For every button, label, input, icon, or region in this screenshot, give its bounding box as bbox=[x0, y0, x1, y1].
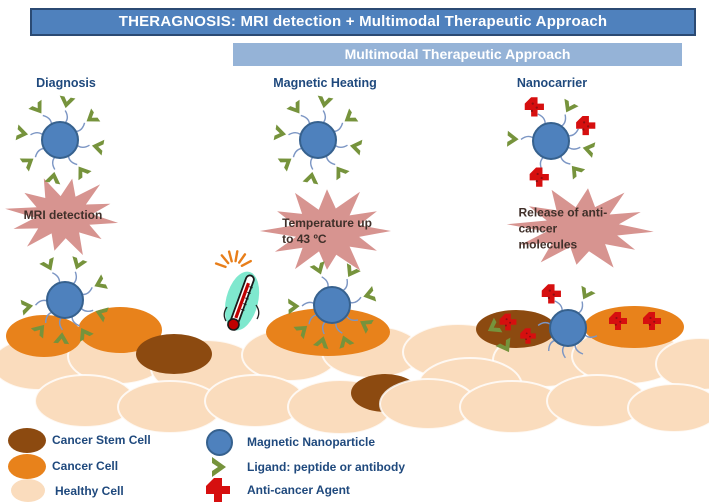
ligand-chevron-icon bbox=[39, 257, 54, 271]
cancer-stem-cell-swatch bbox=[8, 428, 46, 453]
healthy-cell bbox=[627, 383, 709, 433]
cancer-cell bbox=[78, 307, 162, 353]
ligand-chevron-icon bbox=[288, 298, 300, 315]
nanoparticle-heating-bound bbox=[288, 261, 377, 350]
ligand-chevron-icon bbox=[507, 130, 519, 147]
ligand-chevron-icon bbox=[277, 158, 292, 172]
legend-label-cancer-cell: Cancer Cell bbox=[52, 459, 119, 473]
ligand-chevron-icon bbox=[495, 337, 511, 353]
title-banner: THERAGNOSIS: MRI detection + Multimodal … bbox=[30, 8, 696, 36]
ligand-chevron-icon bbox=[212, 457, 226, 477]
heat-ray bbox=[234, 250, 239, 263]
nanoparticle-diagnosis-bound bbox=[20, 256, 109, 345]
callout-burst bbox=[5, 178, 119, 256]
anti-cancer-cross-icon bbox=[576, 115, 596, 136]
ligand-chevron-icon bbox=[339, 335, 355, 349]
ligand-chevron-icon bbox=[344, 108, 359, 122]
legend-label-healthy-cell: Healthy Cell bbox=[55, 484, 124, 498]
legend-label-ligand: Ligand: peptide or antibody bbox=[247, 460, 405, 474]
callout-temperature: Temperature up to 43 ºC bbox=[282, 215, 372, 246]
subtitle-banner: Multimodal Therapeutic Approach bbox=[233, 43, 682, 66]
healthy-cell-swatch bbox=[11, 479, 45, 502]
ligand-chevron-icon bbox=[273, 124, 287, 141]
ligand-chevron-icon bbox=[44, 171, 61, 185]
anti-cancer-cross-icon bbox=[524, 97, 544, 117]
heat-ray bbox=[214, 262, 227, 269]
column-title-magnetic-heating: Magnetic Heating bbox=[273, 76, 377, 90]
ligand-chevron-icon bbox=[317, 95, 334, 109]
ligand-chevron-icon bbox=[309, 261, 325, 275]
legend-label-magnetic-nanoparticle: Magnetic Nanoparticle bbox=[247, 435, 376, 449]
cancer-stem-cell bbox=[476, 310, 556, 348]
column-title-nanocarrier: Nanocarrier bbox=[516, 76, 588, 90]
heat-ray bbox=[227, 250, 233, 263]
ligand-chevron-icon bbox=[363, 285, 377, 302]
heat-ray bbox=[220, 254, 230, 265]
ligand-chevron-icon bbox=[30, 324, 45, 339]
ligand-chevron-icon bbox=[72, 256, 88, 270]
ligand-chevron-icon bbox=[564, 98, 579, 113]
ligand-chevron-icon bbox=[59, 95, 76, 109]
magnetic-nanoparticle-icon bbox=[206, 429, 233, 456]
ligand-chevron-icon bbox=[78, 166, 92, 181]
cancer-cell bbox=[584, 306, 684, 348]
anti-cancer-cross-icon bbox=[520, 328, 536, 344]
callout-release: Release of anti-cancer molecules bbox=[518, 205, 608, 253]
ligand-chevron-icon bbox=[53, 332, 70, 345]
thermometer-icon bbox=[214, 250, 260, 331]
anti-cancer-cross-icon bbox=[529, 167, 549, 187]
nanoparticle-diagnosis bbox=[15, 95, 105, 185]
cancer-cell-swatch bbox=[8, 454, 46, 479]
nanoparticle-nanocarrier bbox=[507, 97, 596, 187]
anti-cancer-cross-icon bbox=[499, 313, 517, 331]
ligand-chevron-icon bbox=[293, 325, 308, 340]
ligand-chevron-icon bbox=[20, 299, 34, 316]
heat-ray bbox=[240, 259, 253, 267]
ligand-chevron-icon bbox=[286, 99, 300, 114]
ligand-chevron-icon bbox=[15, 124, 29, 141]
callout-burst bbox=[259, 189, 391, 271]
ligand-chevron-icon bbox=[79, 328, 94, 342]
ligand-chevron-icon bbox=[91, 139, 105, 156]
ligand-chevron-icon bbox=[312, 336, 329, 350]
legend-label-cancer-stem-cell: Cancer Stem Cell bbox=[52, 433, 151, 447]
column-title-diagnosis: Diagnosis bbox=[36, 76, 96, 90]
anti-cancer-cross-icon bbox=[541, 284, 561, 304]
ligand-chevron-icon bbox=[94, 274, 108, 289]
legend-label-anti-cancer-agent: Anti-cancer Agent bbox=[247, 483, 350, 497]
ligand-chevron-icon bbox=[487, 317, 503, 333]
ligand-chevron-icon bbox=[95, 307, 109, 323]
nanoparticle-nanocarrier-bound bbox=[537, 284, 598, 359]
ligand-chevron-icon bbox=[86, 108, 101, 122]
callout-burst bbox=[506, 188, 654, 268]
ligand-chevron-icon bbox=[302, 171, 319, 185]
heat-ray bbox=[238, 253, 247, 264]
ligand-chevron-icon bbox=[346, 263, 361, 277]
ligand-chevron-icon bbox=[571, 165, 586, 180]
tissue-layer bbox=[0, 306, 709, 435]
ligand-chevron-icon bbox=[581, 285, 596, 300]
cancer-cell bbox=[266, 308, 390, 356]
ligand-chevron-icon bbox=[582, 142, 596, 158]
anti-cancer-cross-icon bbox=[609, 312, 627, 330]
anti-cancer-cross-icon bbox=[643, 312, 661, 330]
ligand-chevron-icon bbox=[360, 319, 374, 334]
callout-mri-detection: MRI detection bbox=[23, 207, 103, 222]
ligand-chevron-icon bbox=[19, 158, 34, 172]
ligand-chevron-icon bbox=[336, 166, 350, 181]
cancer-cell bbox=[6, 315, 82, 357]
nanoparticle-heating bbox=[273, 95, 363, 185]
cancer-stem-cell bbox=[136, 334, 212, 374]
anti-cancer-cross-icon bbox=[206, 478, 230, 502]
ligand-chevron-icon bbox=[28, 99, 42, 114]
ligand-chevron-icon bbox=[349, 139, 363, 156]
